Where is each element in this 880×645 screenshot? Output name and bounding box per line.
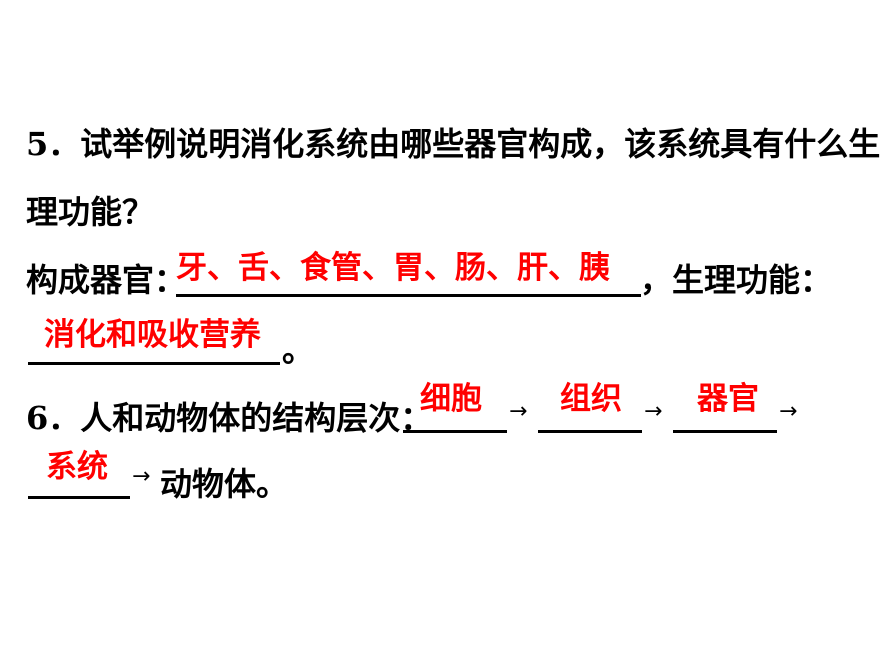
- function-label: 生理功能：: [672, 261, 833, 299]
- q6-ending: 动物体。: [160, 465, 289, 503]
- q5-line2: 理功能？: [26, 193, 155, 231]
- answer-tissue: 组织: [560, 381, 622, 417]
- arrow-icon: →: [132, 464, 151, 489]
- blank-system: [28, 496, 130, 499]
- blank-organ: [673, 430, 777, 433]
- period: 。: [282, 331, 315, 369]
- comma: ，: [640, 261, 673, 299]
- q6-label: 6．人和动物体的结构层次：: [26, 399, 433, 437]
- function-blank: [28, 362, 280, 365]
- answer-organ: 器官: [697, 381, 759, 417]
- blank-tissue: [538, 430, 642, 433]
- arrow-icon: →: [779, 399, 798, 424]
- organs-label: 构成器官：: [26, 261, 187, 299]
- function-answer: 消化和吸收营养: [44, 317, 261, 353]
- organs-answer: 牙、舌、食管、胃、肠、肝、胰: [176, 250, 610, 286]
- arrow-icon: →: [509, 399, 528, 424]
- arrow-icon: →: [644, 399, 663, 424]
- answer-cells: 细胞: [420, 381, 482, 417]
- q5-line1: 5．试举例说明消化系统由哪些器官构成，该系统具有什么生: [26, 125, 880, 163]
- answer-system: 系统: [46, 449, 108, 485]
- blank-cells: [403, 430, 507, 433]
- organs-blank: [176, 294, 641, 297]
